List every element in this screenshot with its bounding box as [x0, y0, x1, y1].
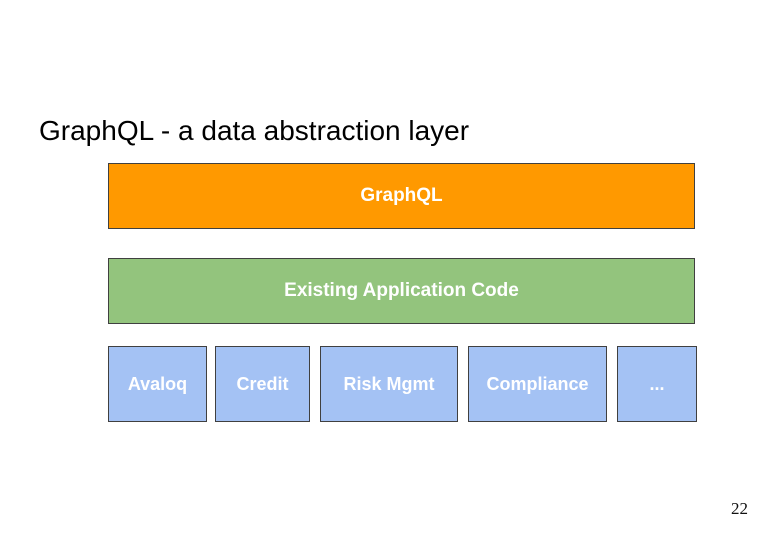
app-box-avaloq-label: Avaloq: [127, 373, 188, 394]
graphql-layer-box: GraphQL: [108, 163, 695, 229]
app-box-avaloq: Avaloq: [108, 346, 207, 422]
app-box-risk-mgmt: Risk Mgmt: [320, 346, 458, 422]
existing-application-code-layer-box: Existing Application Code: [108, 258, 695, 324]
app-box-credit: Credit: [215, 346, 310, 422]
app-box-ellipsis: ...: [617, 346, 697, 422]
app-box-risk-mgmt-label: Risk Mgmt: [343, 373, 435, 394]
app-box-ellipsis-label: ...: [649, 373, 665, 394]
slide-title: GraphQL - a data abstraction layer: [39, 114, 470, 146]
graphql-layer-label: GraphQL: [360, 185, 443, 206]
existing-application-code-layer-label: Existing Application Code: [284, 280, 519, 301]
app-box-compliance: Compliance: [468, 346, 607, 422]
app-box-compliance-label: Compliance: [486, 373, 589, 394]
page-number: 22: [731, 499, 748, 518]
app-box-credit-label: Credit: [236, 373, 289, 394]
